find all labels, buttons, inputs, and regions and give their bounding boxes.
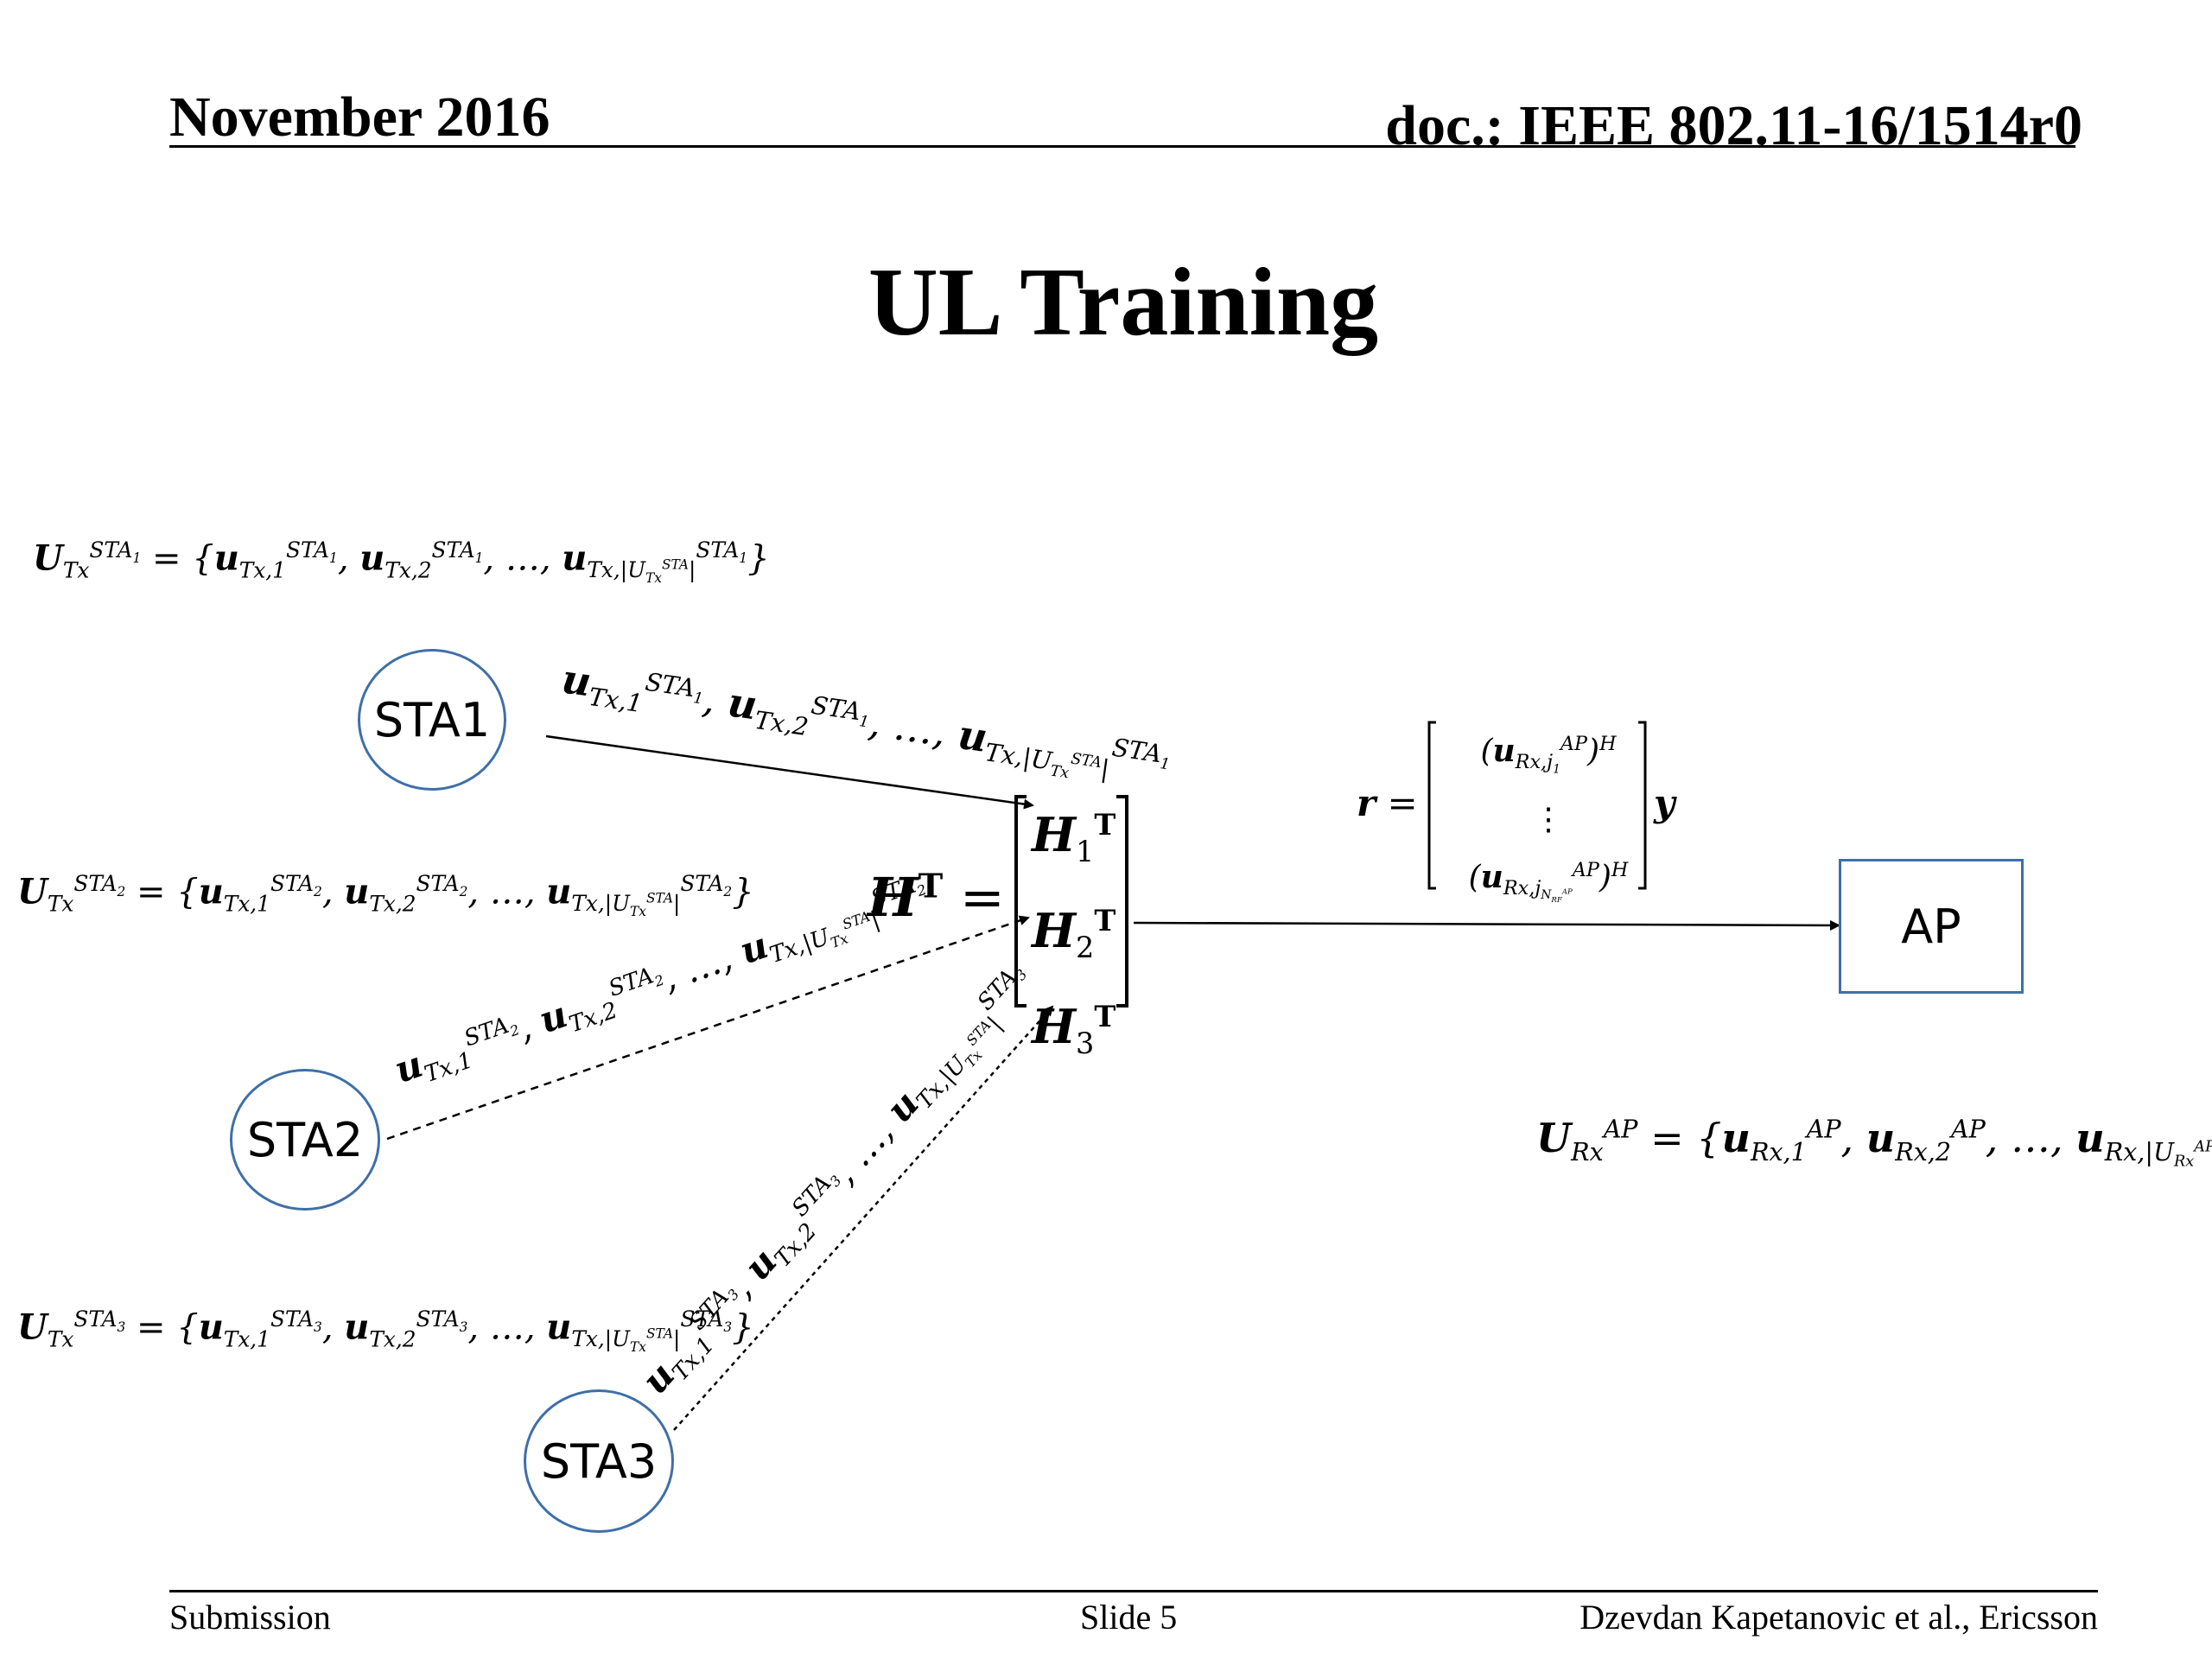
r-equation-lhs: r = [1357, 782, 1418, 824]
sta2-arrow [386, 915, 1030, 1141]
sta3-tx-set-equation: UTxSTA3 = {uTx,1STA3, uTx,2STA3, …, uTx,… [17, 1306, 754, 1356]
slide-title: UL Training [868, 249, 1379, 356]
r-equation-y: y [1654, 782, 1675, 824]
ap-node: AP [1839, 859, 2024, 994]
footer-slide-number: Slide 5 [1080, 1598, 1178, 1637]
sta2-node: STA2 [230, 1069, 380, 1211]
footer-submission: Submission [169, 1598, 331, 1637]
sta1-node: STA1 [358, 649, 506, 791]
matrix-entry-h3: H3T [1032, 998, 1116, 1060]
r-equation-matrix: (uRx,j1AP)H ⋮ (uRx,jNRFAPAP)H [1468, 733, 1629, 906]
channel-matrix-label: HT = [868, 866, 1005, 929]
ap-rx-set-equation: URxAP = {uRx,1AP, uRx,2AP, …, uRx,|URxAP… [1536, 1115, 2212, 1171]
sta2-tx-set-equation: UTxSTA2 = {uTx,1STA2, uTx,2STA2, …, uTx,… [17, 871, 754, 920]
footer-authors: Dzevdan Kapetanovic et al., Ericsson [1580, 1598, 2098, 1637]
sta3-node: STA3 [524, 1389, 674, 1533]
sta1-arrow [545, 734, 1034, 810]
sta1-tx-set-equation: UTxSTA1 = {uTx,1STA1, uTx,2STA1, …, uTx,… [33, 537, 770, 587]
header-date: November 2016 [169, 86, 550, 149]
matrix-entry-h2: H2T [1032, 902, 1116, 964]
r-equation-brackets [1427, 721, 1647, 890]
channel-matrix-entries: H1T H2T H3T [1032, 791, 1116, 1077]
matrix-entry-h1: H1T [1032, 807, 1116, 868]
header-rule [169, 145, 2075, 148]
footer-rule [169, 1590, 2098, 1592]
channel-matrix-brackets [1014, 795, 1128, 1007]
h-to-ap-arrow [1133, 919, 1840, 931]
sta3-arrow [673, 1005, 1054, 1431]
